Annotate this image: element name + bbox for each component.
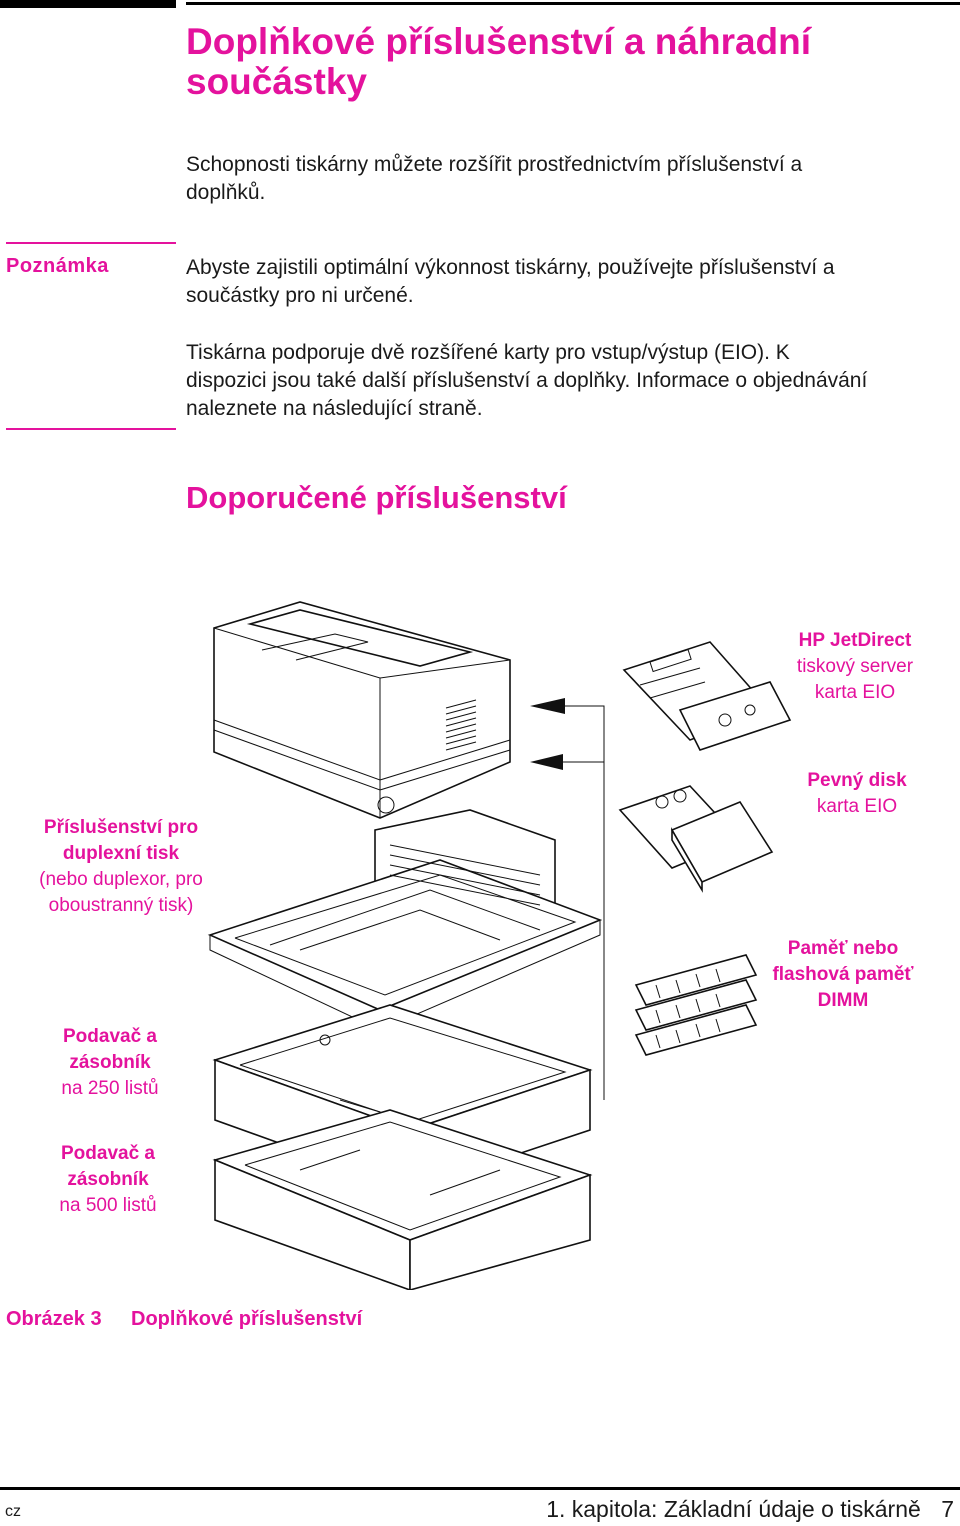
printer-drawing	[213, 601, 511, 819]
figure-caption-number: Obrázek 3	[6, 1308, 102, 1330]
label-jetdirect: HP JetDirect tiskový server karta EIO	[796, 630, 914, 703]
label-duplex: Příslušenství pro duplexní tisk (nebo du…	[39, 817, 203, 916]
connector-lines	[530, 698, 605, 1100]
footer-rule	[0, 1487, 960, 1490]
note-rule-bottom	[6, 428, 176, 430]
duplexer-drawing	[207, 809, 603, 1031]
note-paragraph-1: Abyste zajistili optimální výkonnost tis…	[186, 256, 835, 307]
figure-caption-text: Doplňkové příslušenství	[131, 1308, 363, 1330]
accessories-illustration	[207, 601, 792, 1290]
intro-paragraph: Schopnosti tiskárny můžete rozšířit pros…	[186, 153, 803, 204]
note-rule-top	[6, 242, 176, 244]
note-paragraph-2: Tiskárna podporuje dvě rozšířené karty p…	[186, 341, 868, 420]
label-memory: Paměť nebo flashová paměť DIMM	[772, 938, 914, 1011]
dimm-modules-drawing	[634, 954, 758, 1056]
top-rule-left	[0, 0, 176, 8]
footer-language: cz	[5, 1503, 21, 1520]
page-title: Doplňkové příslušenství a náhradní součá…	[186, 21, 812, 102]
label-harddisk: Pevný disk karta EIO	[807, 770, 907, 817]
jetdirect-card-drawing	[622, 641, 792, 751]
label-tray-250: Podavač a zásobník na 250 listů	[61, 1026, 159, 1099]
footer-chapter: 1. kapitola: Základní údaje o tiskárně 7	[546, 1496, 954, 1522]
harddisk-card-drawing	[618, 785, 774, 893]
section-heading: Doporučené příslušenství	[186, 480, 567, 515]
top-rule-right	[186, 2, 960, 5]
footer-page-number: 7	[941, 1496, 954, 1522]
tray-500-drawing	[212, 1109, 593, 1290]
note-label: Poznámka	[6, 255, 109, 277]
label-tray-500: Podavač a zásobník na 500 listů	[59, 1143, 157, 1216]
